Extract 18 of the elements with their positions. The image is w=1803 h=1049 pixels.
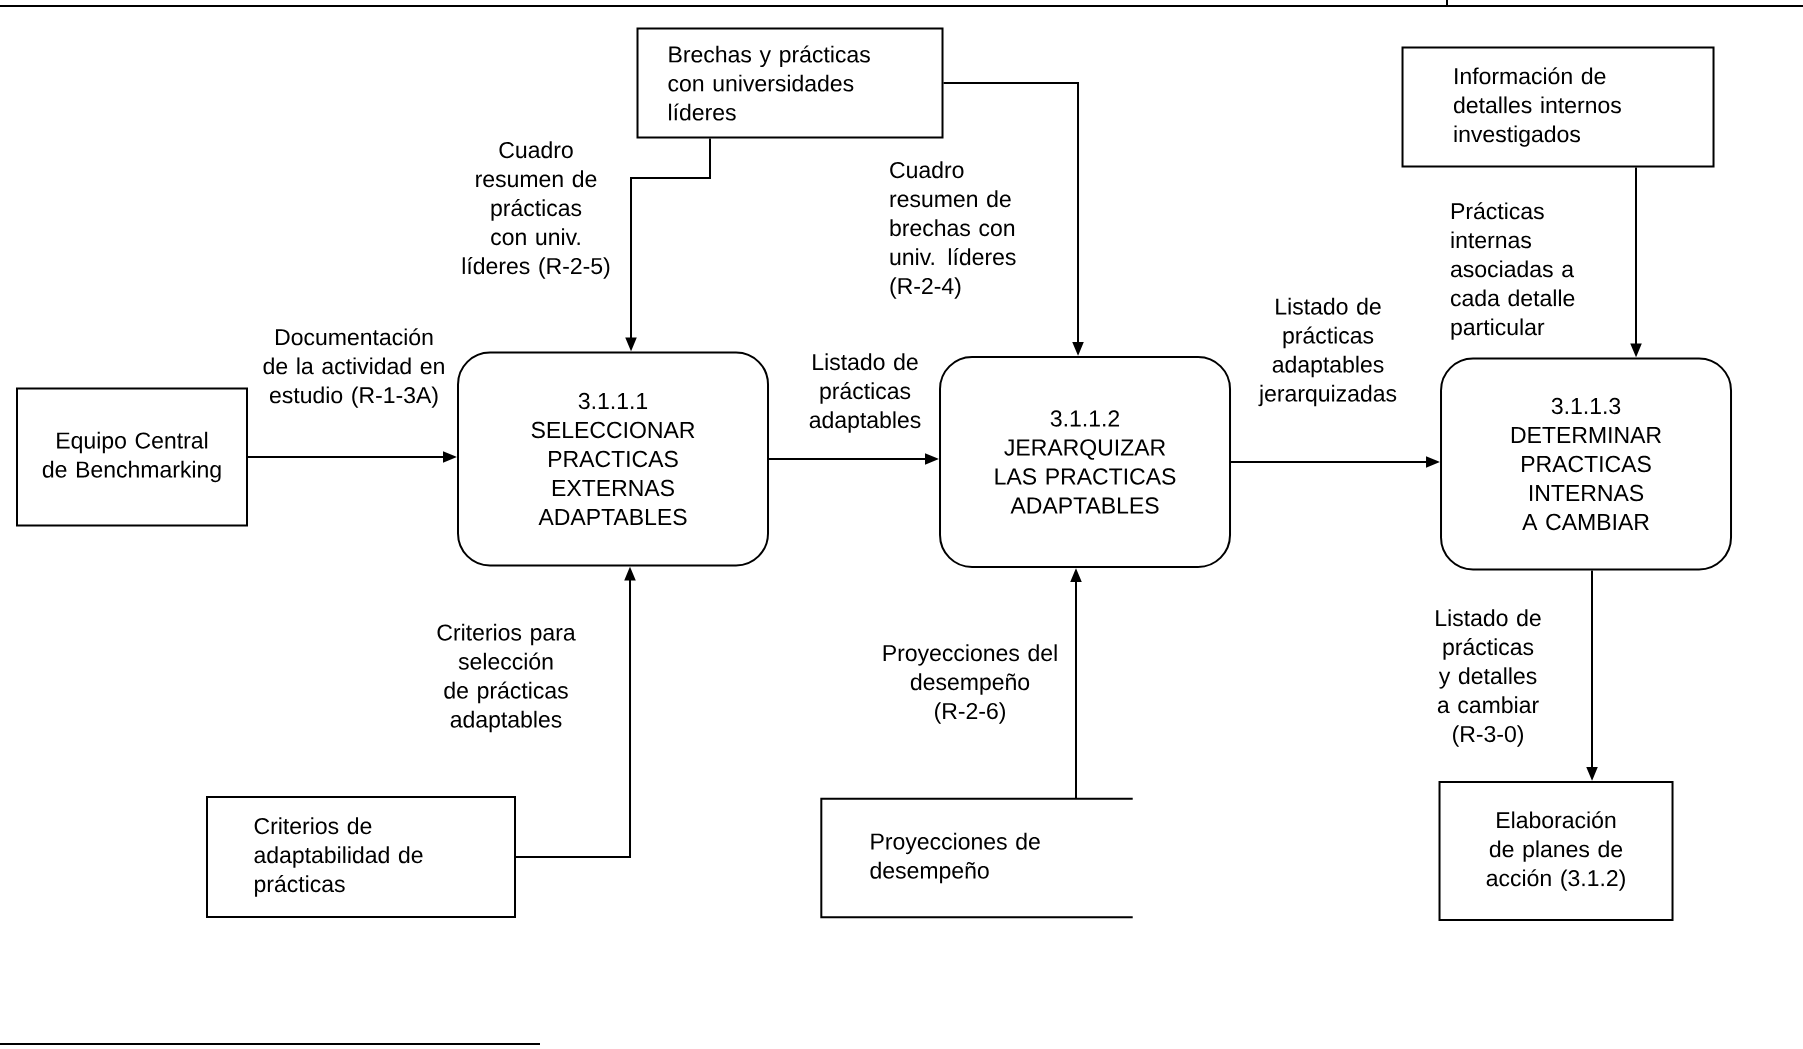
process-box: 3.1.1.3 DETERMINAR PRACTICAS INTERNAS A CAMBIAR: [1440, 357, 1732, 571]
edge-label: Cuadro resumen de prácticas con univ. líderes (R-2-5): [448, 139, 624, 281]
data-store-box: Proyecciones de desempeño: [820, 797, 1134, 919]
edge-label: Documentación de la actividad en estudio (R-1-3A): [252, 326, 456, 410]
edge-label: Criterios para selección de prácticas adaptables: [419, 621, 593, 735]
data-store-box: Información de detalles internos investigados: [1401, 46, 1715, 168]
edge-label: Proyecciones del desempeño (R-2-6): [877, 642, 1063, 726]
process-box: 3.1.1.2 JERARQUIZAR LAS PRACTICAS ADAPTABLES: [939, 356, 1231, 568]
data-store-box: Brechas y prácticas con universidades líderes: [636, 27, 944, 139]
edge-label: Cuadro resumen de brechas con univ. líderes (R-2-4): [887, 159, 1049, 301]
edge-label: Listado de prácticas adaptables jerarquizadas: [1240, 295, 1416, 409]
process-box: Elaboración de planes de acción (3.1.2): [1438, 781, 1674, 921]
entity-box: Equipo Central de Benchmarking: [16, 387, 248, 527]
data-store-box: Criterios de adaptabilidad de prácticas: [206, 796, 516, 918]
edge-label: Listado de prácticas adaptables: [792, 351, 938, 435]
edge-label: Prácticas internas asociadas a cada detalle particular: [1448, 200, 1604, 342]
edge-label: Listado de prácticas y detalles a cambiar (R-3-0): [1415, 607, 1561, 749]
process-box: 3.1.1.1 SELECCIONAR PRACTICAS EXTERNAS ADAPTABLES: [457, 351, 769, 567]
